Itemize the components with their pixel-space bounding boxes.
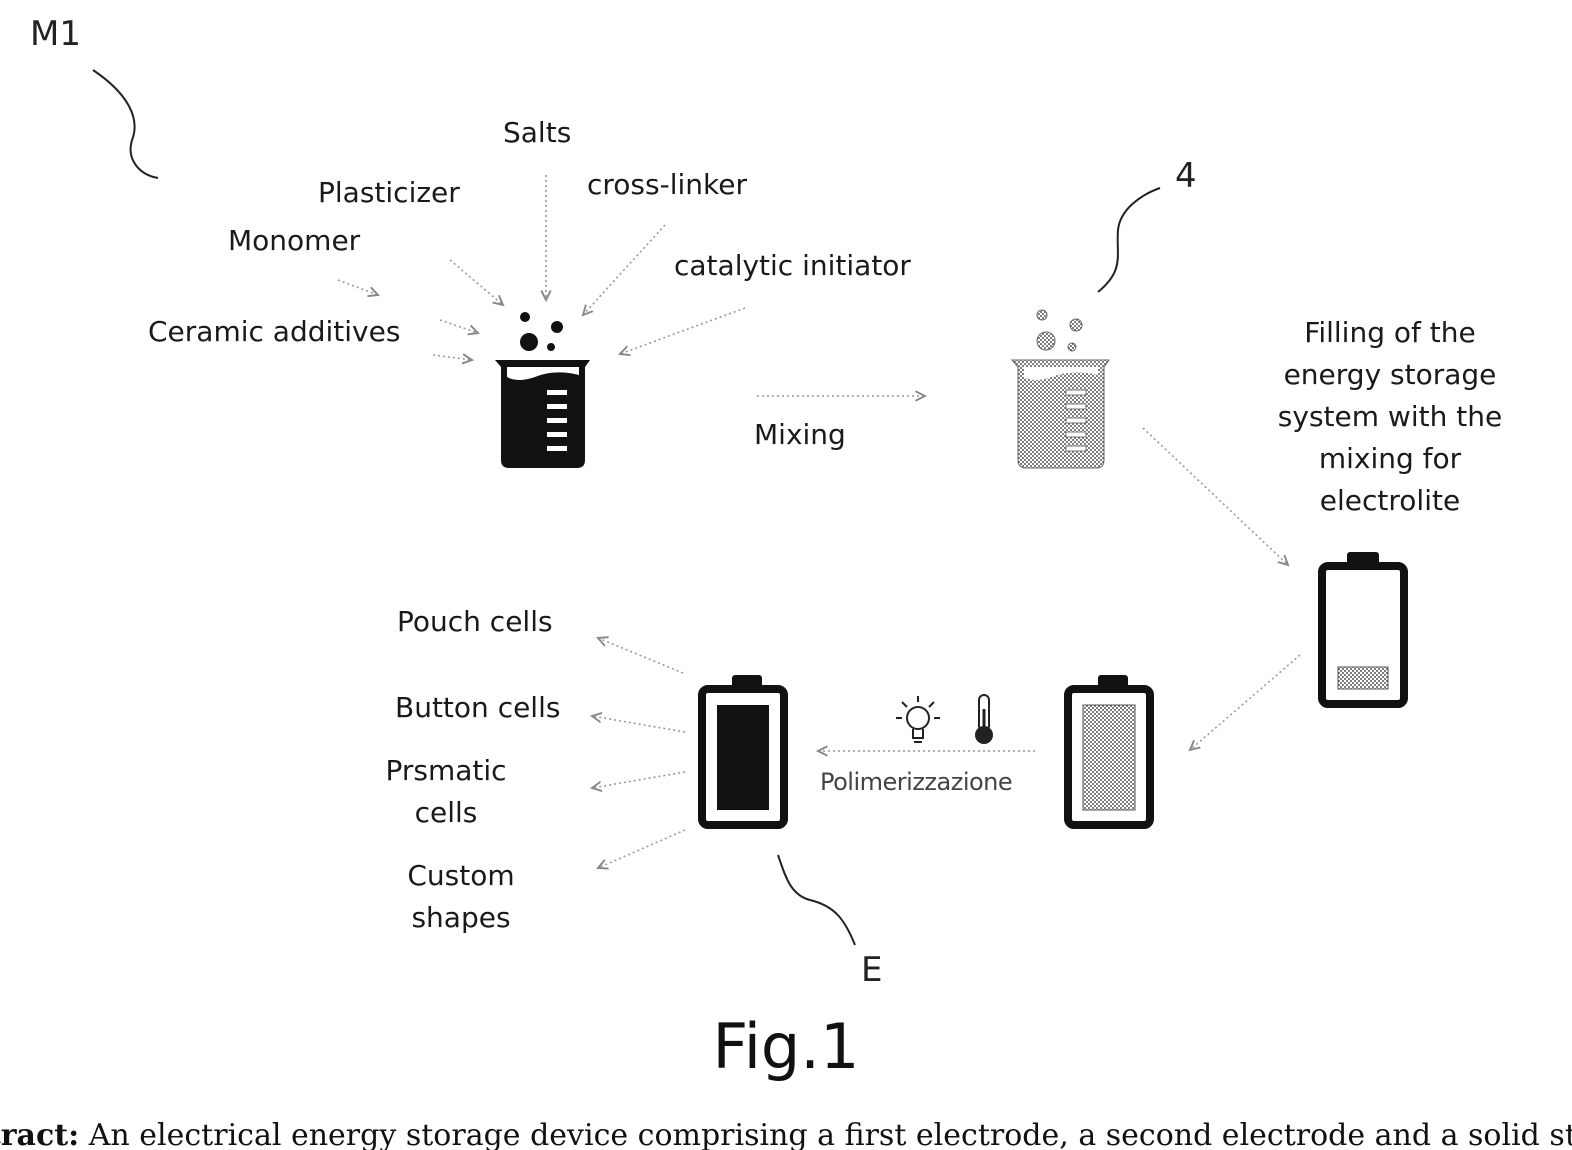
arrow-monomer: [338, 280, 378, 295]
ref-4-leader-line: [1098, 188, 1160, 292]
battery-icon-filled: [1068, 675, 1150, 825]
arrow-button: [592, 716, 685, 732]
arrow-prismatic: [592, 772, 685, 788]
label-filling-line: Filling of the: [1255, 312, 1525, 354]
thermometer-icon: [975, 695, 993, 744]
lightbulb-icon: [896, 696, 940, 742]
label-prismatic-line: cells: [366, 792, 526, 834]
arrow-filled-battery: [1190, 655, 1300, 750]
abstract-body: An electrical energy storage device comp…: [79, 1118, 1572, 1150]
arrow-custom: [598, 830, 685, 868]
ref-e: E: [861, 950, 882, 990]
label-filling: Filling of the energy storage system wit…: [1255, 312, 1525, 522]
arrow-ceramic-1: [440, 320, 478, 333]
label-prismatic-line: Prsmatic: [366, 750, 526, 792]
arrow-cross-linker: [583, 225, 665, 315]
ref-4: 4: [1175, 156, 1197, 196]
label-filling-line: system with the: [1255, 396, 1525, 438]
label-button-cells: Button cells: [395, 690, 560, 726]
arrow-plasticizer: [450, 260, 503, 305]
battery-icon-solid: [702, 675, 784, 825]
arrow-catalytic: [620, 308, 745, 354]
battery-icon-filling: [1322, 552, 1404, 704]
label-prismatic-cells: Prsmatic cells: [366, 750, 526, 834]
m1-leader-line: [93, 70, 158, 178]
label-custom-line: Custom: [381, 855, 541, 897]
label-custom-line: shapes: [381, 897, 541, 939]
abstract-text: stract: An electrical energy storage dev…: [0, 1118, 1572, 1150]
label-polimerizzazione: Polimerizzazione: [820, 768, 1012, 796]
label-filling-line: electrolite: [1255, 480, 1525, 522]
label-monomer: Monomer: [228, 223, 360, 259]
label-custom-shapes: Custom shapes: [381, 855, 541, 939]
label-pouch-cells: Pouch cells: [397, 604, 553, 640]
label-ceramic-additives: Ceramic additives: [148, 314, 400, 350]
abstract-heading: stract:: [0, 1118, 79, 1150]
ref-e-leader-line: [778, 855, 855, 945]
label-filling-line: energy storage: [1255, 354, 1525, 396]
beaker-icon-mixed: [1012, 310, 1109, 468]
arrow-ceramic-2: [433, 355, 472, 360]
figure-label: Fig.1: [0, 1010, 1572, 1083]
label-plasticizer: Plasticizer: [318, 175, 460, 211]
arrow-pouch: [598, 638, 683, 673]
label-cross-linker: cross-linker: [587, 167, 747, 203]
label-filling-line: mixing for: [1255, 438, 1525, 480]
ref-m1: M1: [30, 14, 81, 54]
label-mixing: Mixing: [754, 417, 846, 453]
label-salts: Salts: [503, 115, 571, 151]
beaker-icon: [495, 312, 590, 468]
label-catalytic-initiator: catalytic initiator: [674, 248, 911, 284]
